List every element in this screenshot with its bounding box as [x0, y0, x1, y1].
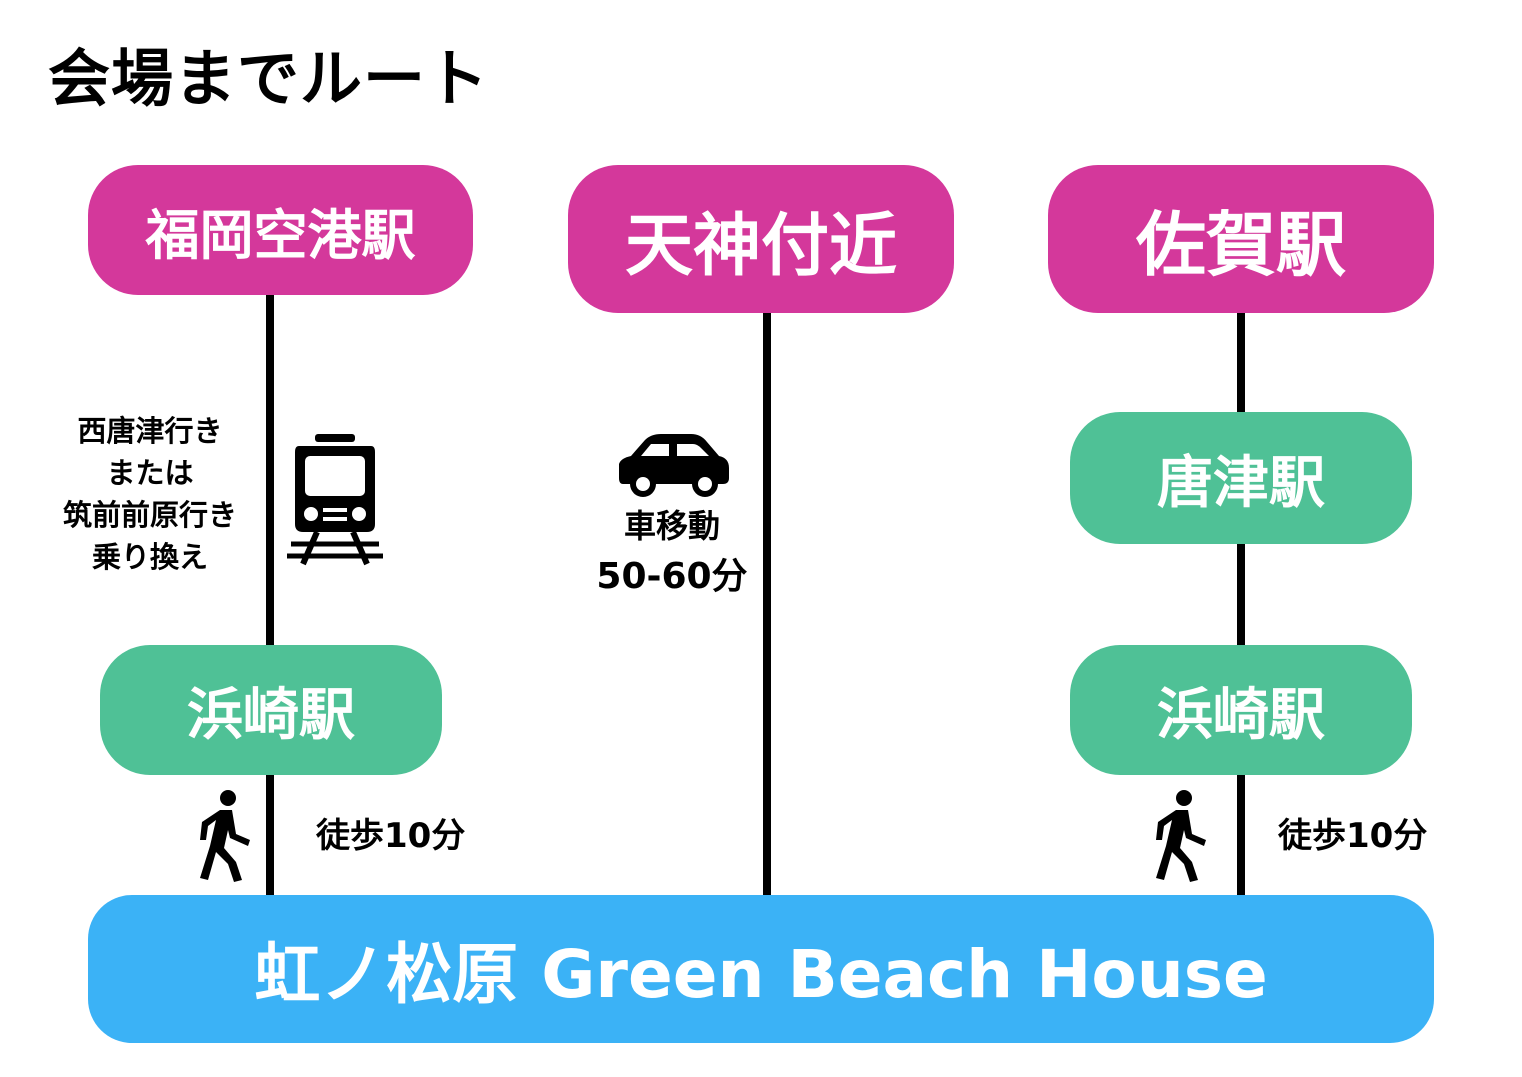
train-icon: [287, 434, 383, 566]
walking-person-icon: [200, 790, 250, 882]
route-line-tenjin: [763, 305, 771, 900]
page-title: 会場までルート: [48, 42, 490, 115]
walk-note-1: 徒歩10分: [316, 816, 466, 856]
transfer-station-hamasaki-2: 浜崎駅: [1070, 645, 1412, 775]
transfer-note-line-3: 筑前前原行き: [62, 498, 237, 533]
route-line-saga: [1237, 305, 1245, 900]
transfer-station-hamasaki-1: 浜崎駅: [100, 645, 442, 775]
walking-person-icon: [1156, 790, 1206, 882]
car-travel-time: 50-60分: [596, 556, 748, 597]
transfer-note-line-2: または: [106, 456, 194, 491]
transfer-station-karatsu: 唐津駅: [1070, 412, 1412, 544]
destination-venue: 虹ノ松原 Green Beach House: [88, 895, 1434, 1043]
start-station-saga: 佐賀駅: [1048, 165, 1434, 313]
car-travel-note: 車移動 50-60分: [592, 502, 752, 604]
car-icon: [619, 434, 729, 497]
start-point-tenjin: 天神付近: [568, 165, 954, 313]
transfer-note-line-1: 西唐津行き: [77, 414, 223, 448]
transfer-note-line-4: 乗り換え: [91, 540, 208, 575]
start-station-fukuoka-airport: 福岡空港駅: [88, 165, 473, 295]
route-line-airport: [266, 290, 274, 900]
walk-note-2: 徒歩10分: [1278, 816, 1428, 856]
car-travel-mode: 車移動: [623, 507, 720, 545]
transfer-note: 西唐津行き または 筑前前原行き 乗り換え: [40, 410, 260, 578]
